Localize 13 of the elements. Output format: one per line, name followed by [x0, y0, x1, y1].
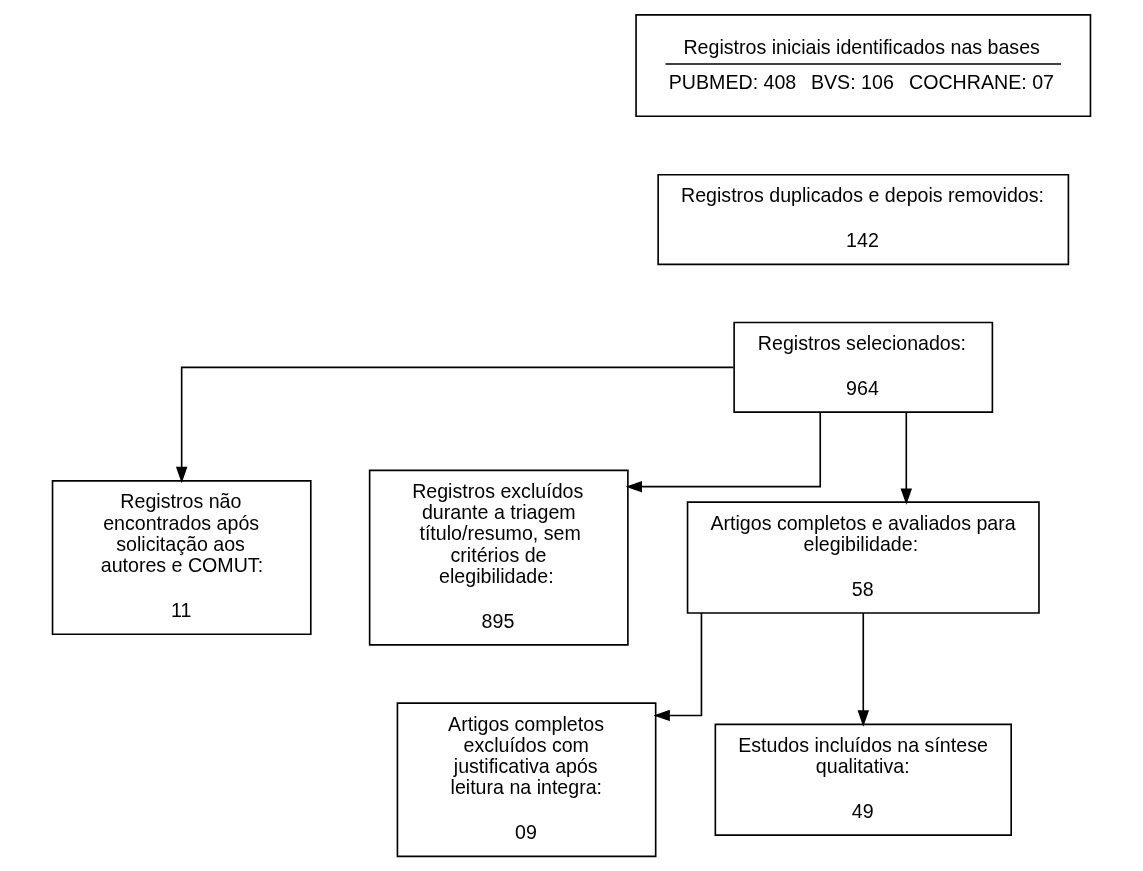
arrow [857, 612, 869, 727]
arrow [900, 411, 913, 505]
node-box: Registros não encontrados após solicitação aos autores e COMUT: 11 [51, 480, 312, 636]
node-box: Estudos incluídos na síntese qualitativa: 49 [714, 723, 1012, 836]
node-box: Registros selecionados: 964 [733, 321, 994, 413]
node-box: Registros iniciais identificados nas bases PUBMED: 408 BVS: 106 COCHRANE: 07 [635, 14, 1092, 118]
arrow [653, 612, 703, 722]
node-box: Artigos completos excluídos com justificativa após leitura na integra: 09 [396, 702, 657, 858]
arrow [625, 411, 822, 493]
node-box: Artigos completos e avaliados para elegibilidade: 58 [686, 501, 1040, 614]
node-box: Registros excluídos durante a triagem título/resumo, sem critérios de elegibilidade: 895 [368, 469, 629, 646]
node-box: Registros duplicados e depois removidos: 142 [657, 173, 1070, 266]
arrow [175, 366, 735, 484]
